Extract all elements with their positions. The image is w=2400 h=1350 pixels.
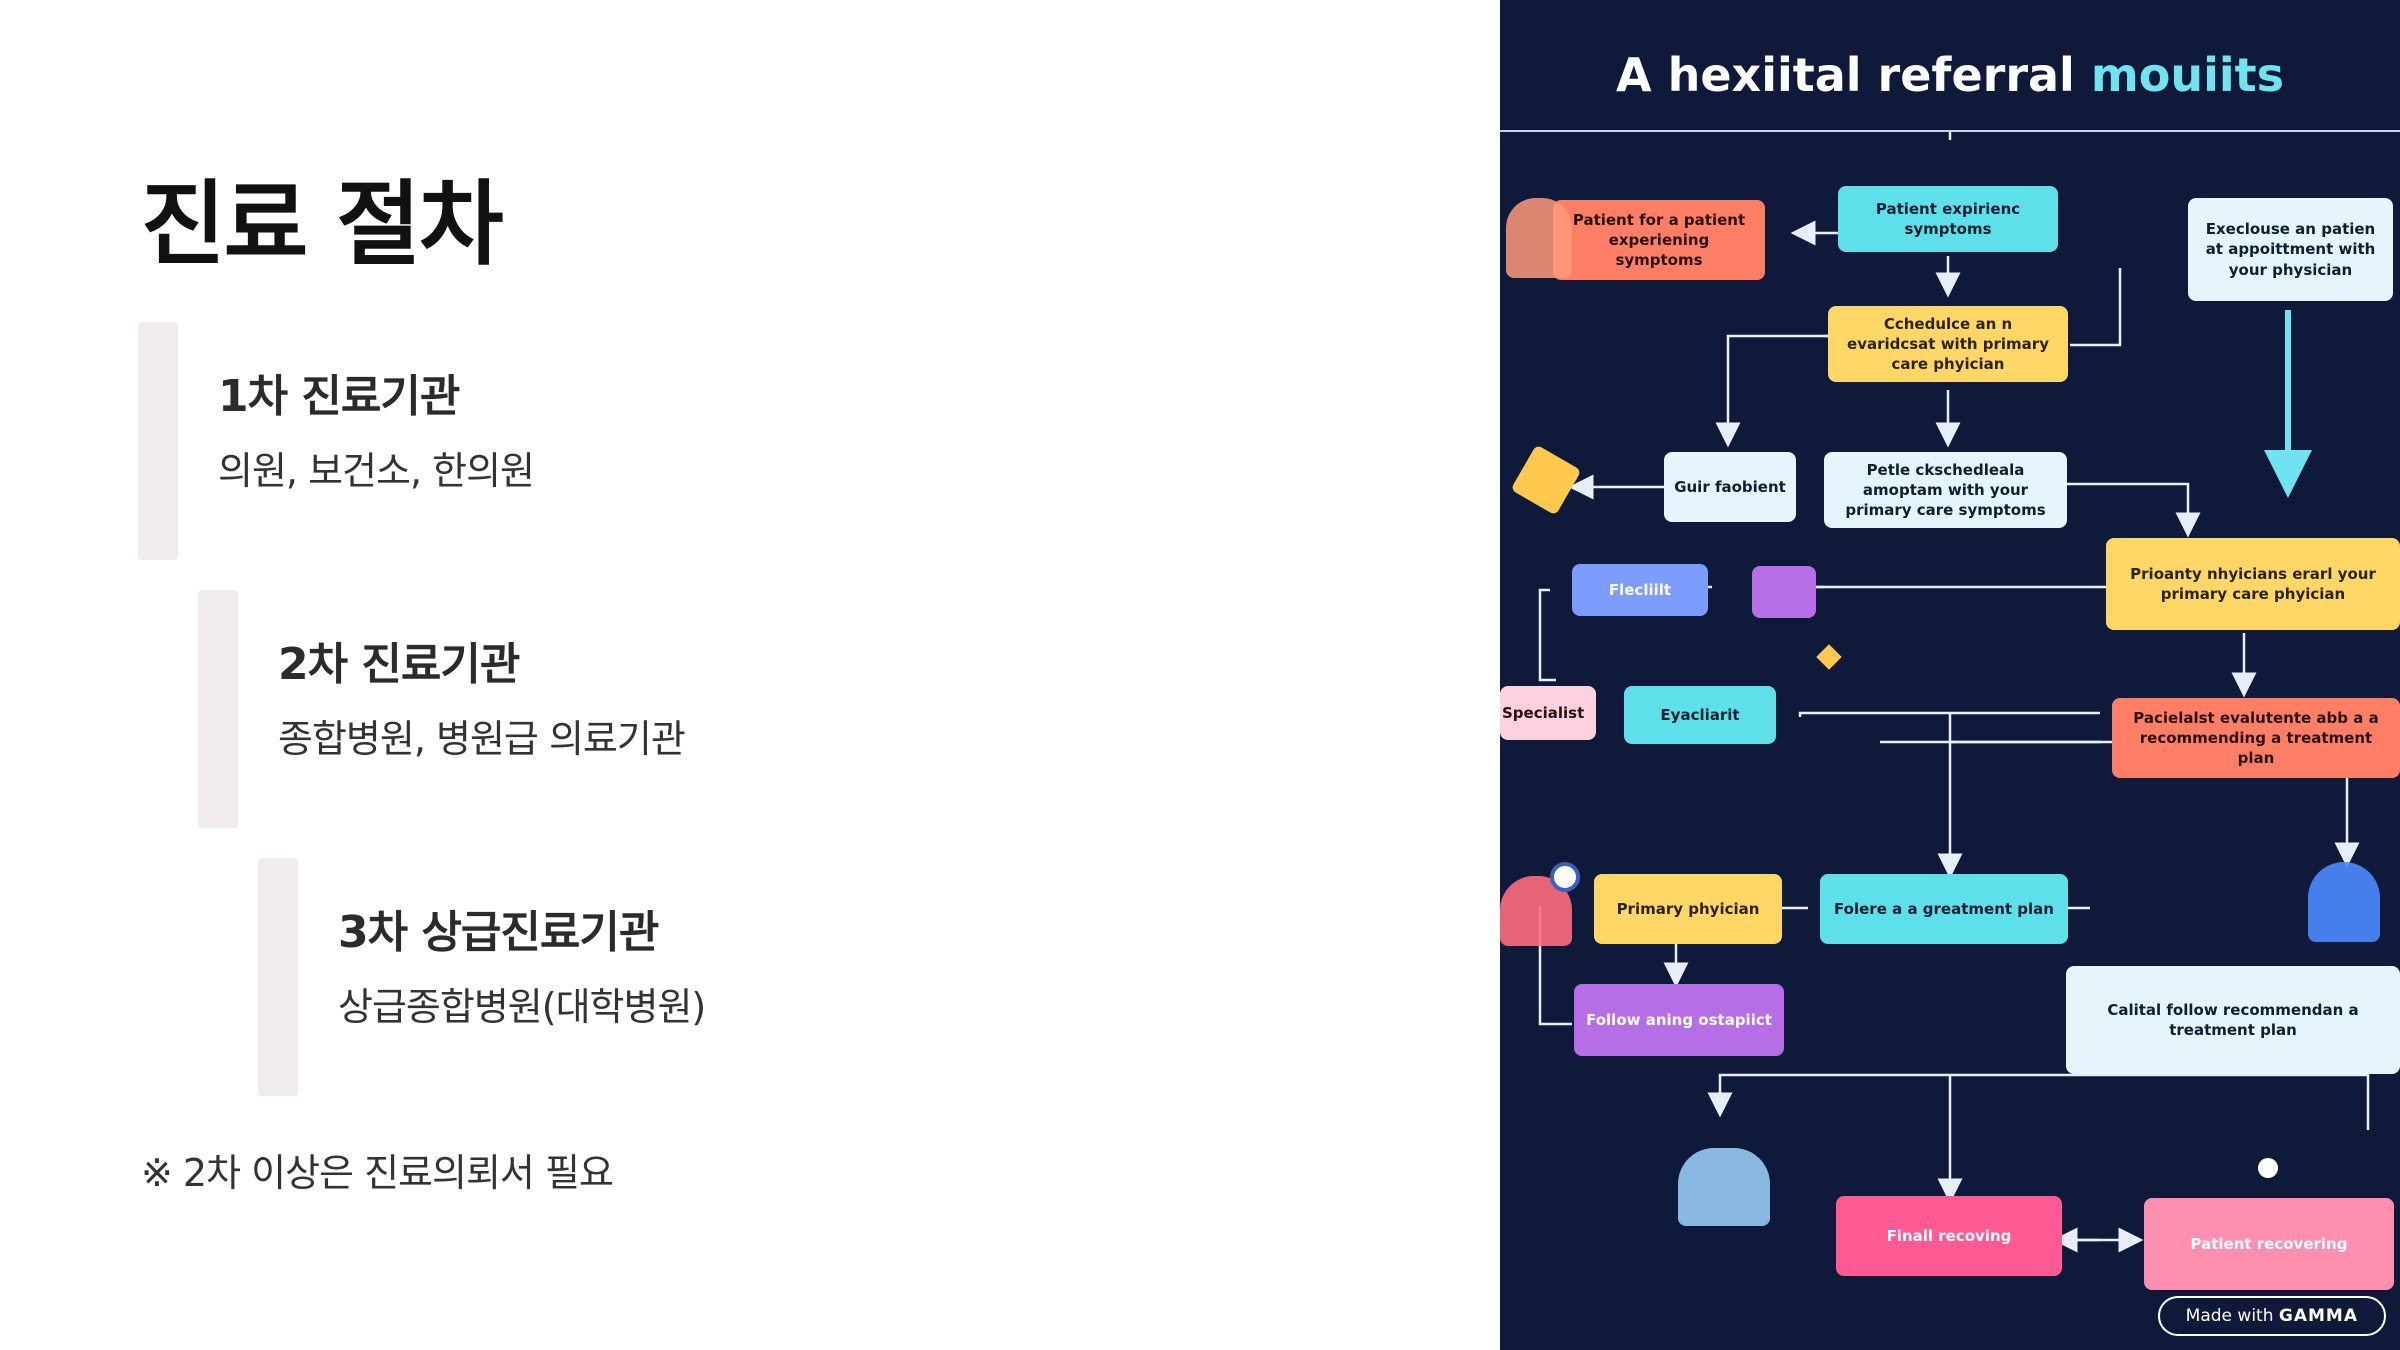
step-heading: 3차 상급진료기관 (338, 907, 659, 958)
node-primary-evaluate: Prioanty nhyicians erarl your primary ca… (2106, 538, 2400, 630)
node-primary-physician: Primary phyician (1594, 874, 1782, 944)
node-follow-aning: Follow aning ostapiict (1574, 984, 1784, 1056)
step-secondary: 2차 진료기관 종합병원, 병원급 의료기관 (198, 590, 1098, 828)
flowchart-title-accent: mouiits (2090, 48, 2285, 102)
title-divider (1500, 130, 2400, 132)
node-guir: Guir faobient (1664, 452, 1796, 522)
puzzle-icon (1752, 566, 1816, 618)
close-icon (1550, 862, 1580, 892)
step-description: 의원, 보건소, 한의원 (218, 449, 535, 493)
node-recommend: Pacielalst evalutente abb a a recommendi… (2112, 698, 2400, 778)
flowchart-title-main: A hexiital referral (1615, 48, 2075, 102)
badge-prefix: Made with (2185, 1306, 2274, 1326)
step-description: 종합병원, 병원급 의료기관 (278, 717, 686, 761)
node-flecliilt: Flecliilt (1572, 564, 1708, 616)
made-with-gamma-badge[interactable]: Made with GAMMA (2157, 1296, 2386, 1336)
node-schedule: Cchedulce an n evaridcsat with primary c… (1828, 306, 2068, 382)
node-eyacliarit: Eyacliarit (1624, 686, 1776, 744)
node-finall: Finall recoving (1836, 1196, 2062, 1276)
step-description: 상급종합병원(대학병원) (338, 985, 706, 1029)
referral-note: ※ 2차 이상은 진료의뢰서 필요 (141, 1151, 614, 1195)
step-bar (258, 858, 298, 1096)
nurse-icon (2308, 862, 2380, 942)
gamma-logo: GAMMA (2278, 1306, 2358, 1326)
node-petle: Petle ckschedleala amoptam with your pri… (1824, 452, 2067, 528)
people-group-icon (1506, 198, 1572, 278)
slide-content: 진료 절차 1차 진료기관 의원, 보건소, 한의원 2차 진료기관 종합병원,… (138, 171, 1158, 1195)
step-bar (138, 322, 178, 560)
step-heading: 2차 진료기관 (278, 639, 520, 690)
laptop-user-icon (1678, 1148, 1770, 1226)
node-patient-recovering: Patient recovering (2144, 1198, 2394, 1290)
step-tertiary: 3차 상급진료기관 상급종합병원(대학병원) (258, 858, 1158, 1096)
step-primary: 1차 진료기관 의원, 보건소, 한의원 (138, 322, 1038, 560)
step-heading: 1차 진료기관 (218, 371, 460, 422)
page-title: 진료 절차 (141, 171, 504, 278)
flowchart-title: A hexiital referral mouiits (1500, 48, 2400, 102)
node-calital: Calital follow recommendan a treatment p… (2066, 966, 2400, 1074)
node-evaluate-appointment: Execlouse an patien at appoittment with … (2188, 198, 2393, 301)
flowchart-image: A hexiital referral mouiits (1500, 0, 2400, 1350)
step-bar (198, 590, 238, 828)
node-follow-plan: Folere a a greatment plan (1820, 874, 2068, 944)
node-patient-for: Patient for a patient experiening sympto… (1553, 200, 1765, 280)
pin-icon (2258, 1158, 2278, 1178)
node-specialist: Specialist (1500, 686, 1596, 740)
node-patient-experience: Patient expirienc symptoms (1838, 186, 2058, 252)
